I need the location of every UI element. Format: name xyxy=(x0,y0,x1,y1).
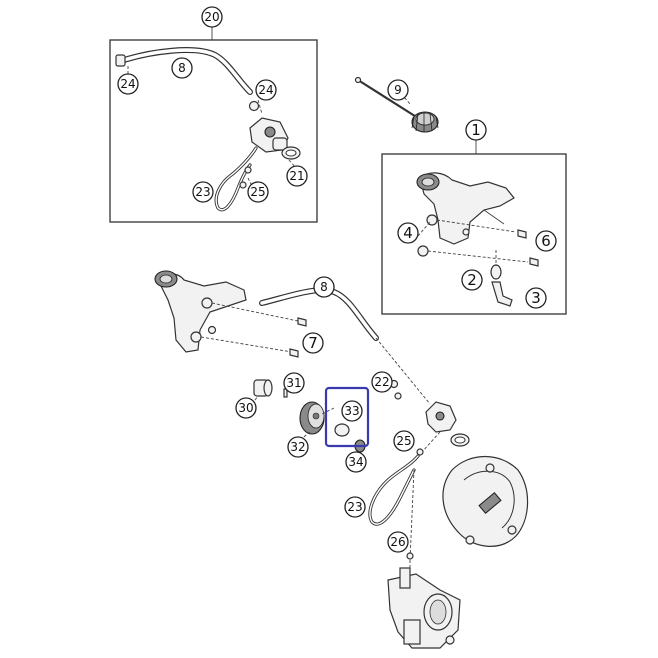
callout-33[interactable]: 33 xyxy=(341,400,363,422)
bolt-6b xyxy=(529,257,539,267)
inset-box-20 xyxy=(109,27,318,223)
engine-cover xyxy=(442,456,529,547)
callout-23-main-label: 23 xyxy=(347,500,362,514)
callout-22-label: 22 xyxy=(374,375,389,389)
callout-8-inset-label: 8 xyxy=(178,61,186,75)
callout-23-inset[interactable]: 23 xyxy=(192,181,214,203)
main-reservoir xyxy=(154,270,307,358)
callout-24-left[interactable]: 24 xyxy=(117,73,139,95)
inset-hose-cap xyxy=(115,54,126,67)
callout-3-label: 3 xyxy=(531,289,541,307)
inset-small-clip xyxy=(248,100,260,112)
thin-hose-23 xyxy=(368,454,420,561)
callout-31[interactable]: 31 xyxy=(283,372,305,394)
callout-8-main[interactable]: 8 xyxy=(313,276,335,298)
callout-30[interactable]: 30 xyxy=(235,397,257,419)
filler-cap-dipstick xyxy=(354,76,439,133)
bolt-7b xyxy=(289,348,299,358)
callout-24-left-label: 24 xyxy=(120,77,135,91)
callout-9-label: 9 xyxy=(394,83,402,97)
callout-31-label: 31 xyxy=(286,376,301,390)
callout-4-label: 4 xyxy=(403,224,413,242)
callout-33-label: 33 xyxy=(344,404,359,418)
callout-30-label: 30 xyxy=(238,401,253,415)
callout-24-right[interactable]: 24 xyxy=(255,79,277,101)
bolt-6a xyxy=(517,229,527,239)
valve-assembly xyxy=(389,379,470,456)
callout-21-label: 21 xyxy=(289,169,304,183)
elbow-fitting-3 xyxy=(491,281,513,307)
callout-4[interactable]: 4 xyxy=(397,222,419,244)
callout-20[interactable]: 20 xyxy=(201,6,223,28)
highlight-box-33 xyxy=(324,386,370,448)
callout-32-label: 32 xyxy=(290,440,305,454)
callout-8-inset[interactable]: 8 xyxy=(171,57,193,79)
callout-25-inset[interactable]: 25 xyxy=(247,181,269,203)
o-ring-2 xyxy=(490,264,502,280)
callout-6-label: 6 xyxy=(541,232,551,250)
pump-gear-group xyxy=(253,379,370,453)
callout-3[interactable]: 3 xyxy=(525,287,547,309)
callout-22[interactable]: 22 xyxy=(371,371,393,393)
callout-9[interactable]: 9 xyxy=(387,79,409,101)
callout-26[interactable]: 26 xyxy=(387,531,409,553)
callout-20-label: 20 xyxy=(204,10,219,24)
callout-23-inset-label: 23 xyxy=(195,185,210,199)
callout-21[interactable]: 21 xyxy=(286,165,308,187)
grommet-4b xyxy=(417,245,429,257)
bolt-7a xyxy=(297,317,307,327)
callout-1-label: 1 xyxy=(471,121,481,139)
reservoir-body xyxy=(419,172,515,245)
callout-32[interactable]: 32 xyxy=(287,436,309,458)
carburetor xyxy=(387,560,461,649)
callout-25-inset-label: 25 xyxy=(250,185,265,199)
callout-2[interactable]: 2 xyxy=(461,269,483,291)
callout-6[interactable]: 6 xyxy=(535,230,557,252)
main-hose-8 xyxy=(259,287,431,405)
callout-26-label: 26 xyxy=(390,535,405,549)
inset-box-1 xyxy=(381,140,567,315)
leader-lines xyxy=(127,59,431,456)
callout-25-mid-label: 25 xyxy=(396,434,411,448)
callout-23-main[interactable]: 23 xyxy=(344,496,366,518)
callout-25-mid[interactable]: 25 xyxy=(393,430,415,452)
callout-2-label: 2 xyxy=(467,271,477,289)
callout-24-right-label: 24 xyxy=(258,83,273,97)
callout-34[interactable]: 34 xyxy=(345,451,367,473)
seal-ring-33 xyxy=(334,423,350,437)
callout-1[interactable]: 1 xyxy=(465,119,487,141)
callout-8-main-label: 8 xyxy=(320,280,328,294)
callout-7-label: 7 xyxy=(308,334,318,352)
callout-34-label: 34 xyxy=(348,455,363,469)
callout-7[interactable]: 7 xyxy=(302,332,324,354)
